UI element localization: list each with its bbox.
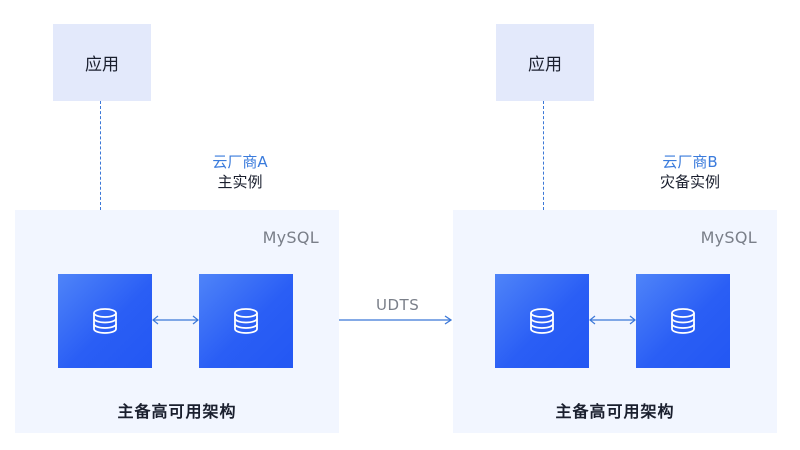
db-node-primary xyxy=(58,274,152,368)
database-icon xyxy=(234,308,258,334)
db-node-standby xyxy=(199,274,293,368)
instance-role: 灾备实例 xyxy=(659,173,720,191)
vendor-info-left: 云厂商A 主实例 xyxy=(195,152,285,192)
udts-label: UDTS xyxy=(376,296,420,314)
instance-role: 主实例 xyxy=(217,173,263,191)
architecture-caption: 主备高可用架构 xyxy=(555,402,675,421)
sync-arrow xyxy=(589,315,636,325)
vendor-name: 云厂商A xyxy=(212,153,268,171)
vendor-info-right: 云厂商B 灾备实例 xyxy=(645,152,735,192)
db-node-standby xyxy=(636,274,730,368)
udts-arrow xyxy=(339,315,453,325)
architecture-caption: 主备高可用架构 xyxy=(117,402,237,421)
mysql-panel-right: MySQL 主备高可用架构 xyxy=(453,210,777,433)
database-icon xyxy=(530,308,554,334)
app-connector-right xyxy=(543,101,544,210)
db-node-primary xyxy=(495,274,589,368)
mysql-panel-left: MySQL 主备高可用架构 xyxy=(15,210,339,433)
app-label: 应用 xyxy=(85,55,119,75)
app-box-right: 应用 xyxy=(496,24,594,101)
database-icon xyxy=(671,308,695,334)
database-icon xyxy=(93,308,117,334)
vendor-name: 云厂商B xyxy=(662,153,718,171)
app-label: 应用 xyxy=(528,55,562,75)
app-box-left: 应用 xyxy=(53,24,151,101)
panel-label: MySQL xyxy=(700,228,757,247)
panel-label: MySQL xyxy=(262,228,319,247)
sync-arrow xyxy=(152,315,199,325)
app-connector-left xyxy=(100,101,101,210)
